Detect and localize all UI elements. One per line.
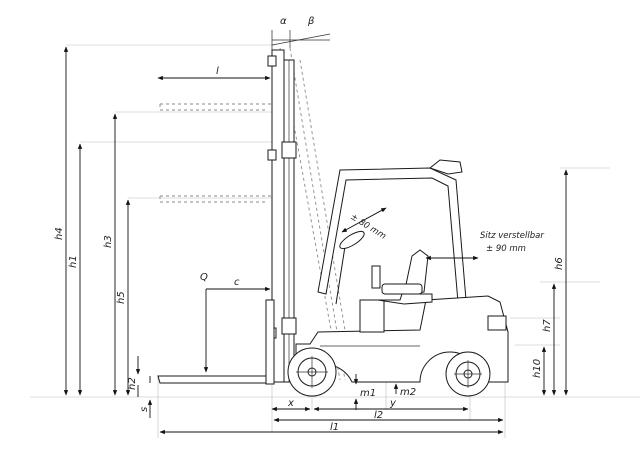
y-label: y [389,398,397,409]
h10-label: h10 [532,359,543,378]
overhead-guard [317,159,467,303]
dimension-lines [63,46,569,435]
tilt-angle-lines [271,30,331,50]
h7-label: h7 [542,319,553,332]
lowered-forks [157,299,275,385]
l1-label: l1 [330,422,339,433]
q-label: Q [200,272,208,283]
l2-label: l2 [374,410,383,421]
h6-label: h6 [554,257,565,270]
beta-label: β [307,16,315,27]
s-label: s [139,407,150,412]
seat-adjustable-label: Sitz verstellbar [480,231,544,241]
steering-wheel [335,230,365,305]
seat [371,249,429,295]
c-label: c [234,277,240,288]
rear-wheel [445,351,491,397]
h1-label: h1 [68,255,79,268]
h3-label: h3 [103,235,114,248]
m2-label: m2 [400,387,416,398]
raised-forks-outline [159,47,351,381]
x-label: x [287,398,294,409]
l-label: l [216,66,219,77]
front-wheel [287,347,337,397]
mast [267,49,297,383]
h5-label: h5 [116,291,127,304]
seat-travel-label: ± 90 mm [486,244,526,254]
h4-label: h4 [54,227,65,240]
alpha-label: α [280,16,287,27]
m1-label: m1 [360,388,376,399]
h2-label: h2 [127,377,138,390]
